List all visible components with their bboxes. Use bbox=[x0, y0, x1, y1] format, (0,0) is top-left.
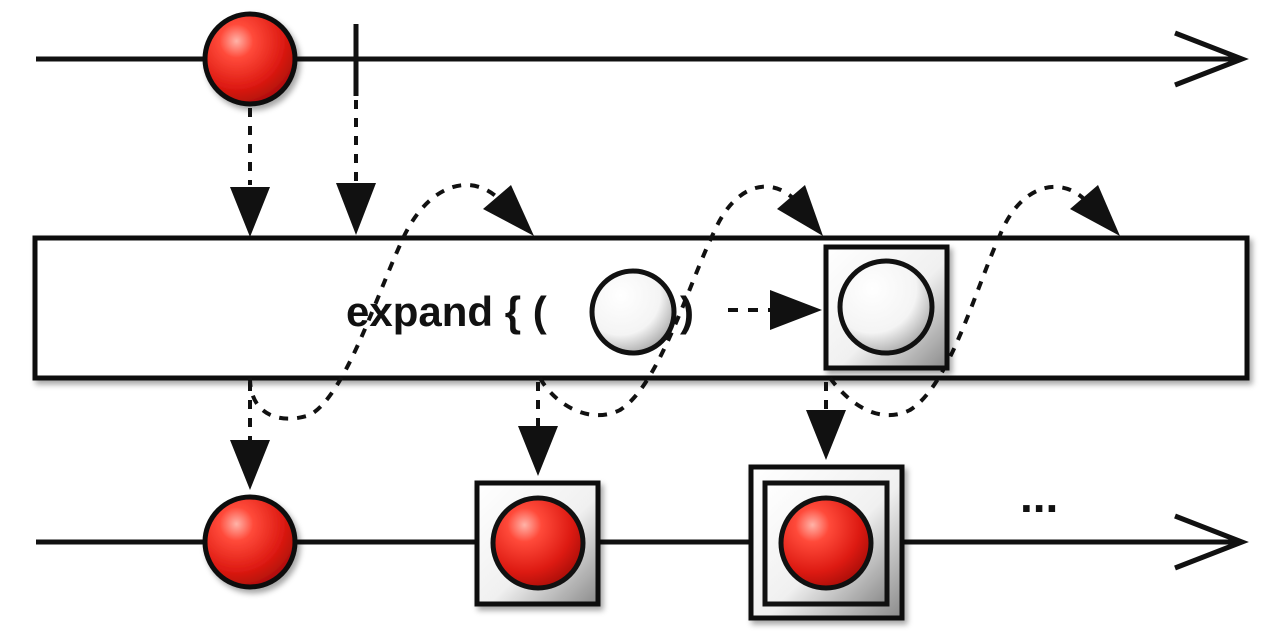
loop-arrowhead-1 bbox=[483, 185, 534, 236]
loop-arrowhead-3 bbox=[1070, 185, 1120, 236]
continuation-ellipsis: ... bbox=[1020, 470, 1058, 522]
output-marble-1 bbox=[202, 494, 298, 590]
recursion-loops bbox=[248, 183, 1087, 421]
input-arrow-completion bbox=[336, 100, 376, 235]
operator-label-prefix: expand { ( bbox=[346, 288, 547, 335]
operator-placeholder-marble bbox=[589, 268, 677, 356]
output-marble-2-boxed bbox=[474, 480, 601, 607]
source-marble-red bbox=[202, 11, 298, 107]
output-arrow-1 bbox=[230, 382, 270, 490]
output-arrow-3 bbox=[806, 382, 846, 460]
input-arrow-marble bbox=[230, 108, 270, 237]
operator-boxed-marble bbox=[823, 244, 950, 371]
output-marble-3-double-boxed bbox=[748, 464, 905, 621]
operator-label-suffix: ) bbox=[680, 288, 694, 335]
loop-arrowhead-2 bbox=[777, 185, 823, 236]
output-arrow-2 bbox=[518, 382, 558, 476]
operator-internal-arrow bbox=[728, 290, 822, 330]
